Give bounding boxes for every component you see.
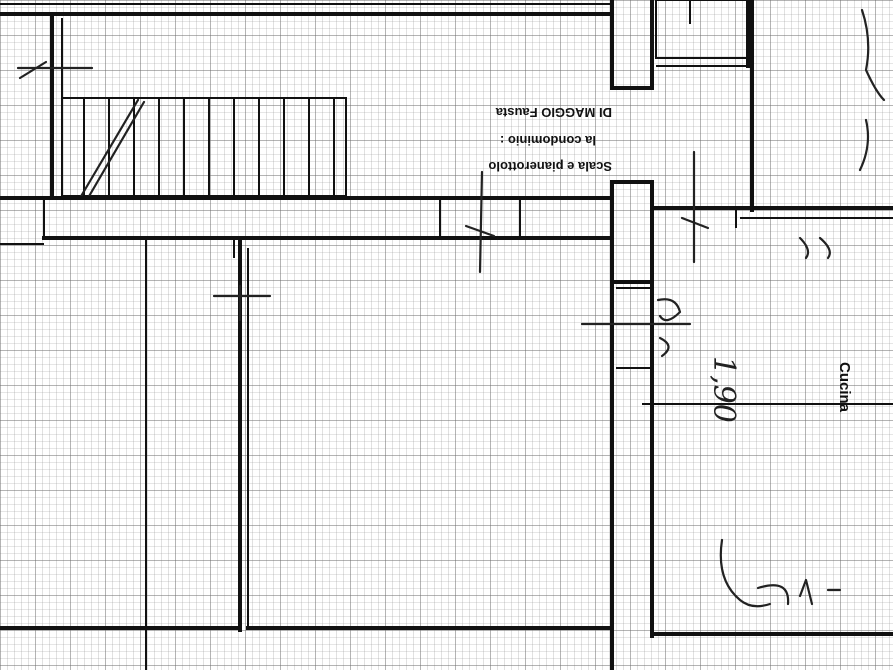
kitchen-bottom-wall bbox=[642, 403, 893, 636]
stair-arrow-left bbox=[16, 60, 94, 80]
dimension-label: 1,90 bbox=[706, 356, 741, 423]
annotation-line-2: la condominio : bbox=[500, 133, 596, 148]
kitchen-top-wall bbox=[650, 206, 893, 228]
kitchen-arrow bbox=[680, 150, 710, 264]
right-column-wall bbox=[610, 180, 654, 670]
lower-rooms bbox=[0, 238, 614, 670]
owner-annotation: Scala e pianerottolo la condominio : DI … bbox=[488, 105, 612, 174]
landing-arrow bbox=[464, 170, 496, 274]
landing-walls bbox=[0, 196, 614, 245]
upper-right-block bbox=[610, 0, 754, 212]
staircase bbox=[61, 97, 347, 200]
handwritten-scribbles bbox=[656, 8, 886, 608]
annotation-line-3: DI MAGGIO Fausta bbox=[495, 105, 612, 120]
room-label-kitchen: Cucina bbox=[836, 362, 853, 413]
annotation-line-1: Scala e pianerottolo bbox=[488, 159, 612, 174]
top-wall bbox=[0, 3, 612, 16]
